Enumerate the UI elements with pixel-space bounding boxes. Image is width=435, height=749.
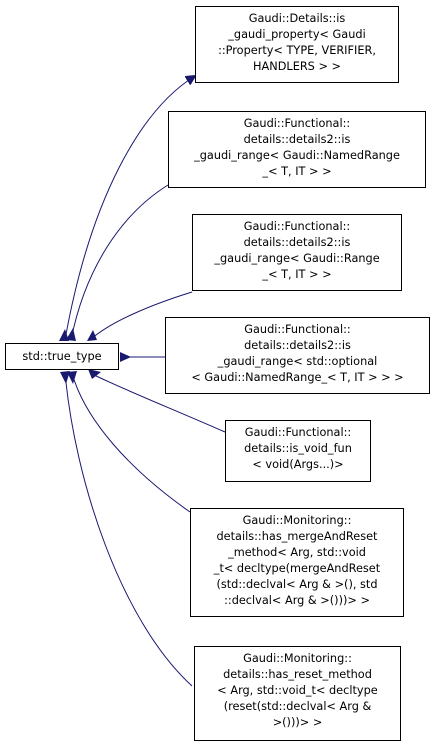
edge-is-void-fun bbox=[89, 372, 226, 433]
node-line: _< T, IT > > bbox=[262, 268, 332, 281]
base-class-node-std-true-type[interactable]: std::true_type bbox=[5, 343, 119, 370]
edge-is-gaudi-property bbox=[64, 76, 195, 341]
node-line: details::is_void_fun bbox=[244, 442, 352, 455]
node-line: Gaudi::Monitoring:: bbox=[243, 652, 352, 665]
node-line: _gaudi_range< Gaudi::Range bbox=[214, 252, 380, 265]
node-line: _method< Arg, std::void bbox=[228, 546, 366, 559]
node-line: < void(Args...)> bbox=[252, 458, 344, 471]
arrowhead-4 bbox=[120, 352, 131, 362]
edge-is-gaudi-range-namedrange bbox=[70, 184, 169, 341]
derived-node-has-mergeandreset-method[interactable]: Gaudi::Monitoring:: details::has_mergeAn… bbox=[190, 508, 404, 617]
arrowhead-7 bbox=[60, 371, 70, 384]
derived-node-has-reset-method[interactable]: Gaudi::Monitoring:: details::has_reset_m… bbox=[194, 646, 401, 741]
node-line: < Gaudi::NamedRange_< T, IT > > > bbox=[191, 371, 404, 384]
node-line: details::has_mergeAndReset bbox=[216, 530, 378, 543]
node-line: details::details2::is bbox=[244, 339, 351, 352]
node-line: details::has_reset_method bbox=[223, 668, 372, 681]
node-line: _gaudi_property< Gaudi bbox=[228, 28, 366, 41]
arrowhead-3 bbox=[87, 330, 97, 341]
node-line: ::Property< TYPE, VERIFIER, bbox=[218, 44, 376, 57]
arrowhead-2 bbox=[66, 328, 76, 341]
node-line: _< T, IT > > bbox=[262, 165, 332, 178]
node-line: details::details2::is bbox=[243, 236, 351, 249]
node-line: _t< decltype(mergeAndReset bbox=[213, 562, 381, 575]
derived-node-is-gaudi-range-namedrange[interactable]: Gaudi::Functional:: details::details2::i… bbox=[168, 111, 426, 188]
edge-is-gaudi-range-range bbox=[89, 291, 193, 341]
base-class-label: std::true_type bbox=[22, 350, 102, 363]
node-line: Gaudi::Monitoring:: bbox=[242, 514, 352, 527]
node-line: Gaudi::Functional:: bbox=[243, 117, 351, 130]
arrowhead-1 bbox=[59, 329, 69, 341]
derived-node-is-gaudi-range-range[interactable]: Gaudi::Functional:: details::details2::i… bbox=[192, 214, 402, 291]
node-line: Gaudi::Functional:: bbox=[243, 220, 351, 233]
node-line: _gaudi_range< Gaudi::NamedRange bbox=[194, 149, 400, 162]
derived-node-is-void-fun[interactable]: Gaudi::Functional:: details::is_void_fun… bbox=[225, 420, 371, 482]
node-line: >()))> > bbox=[272, 716, 323, 729]
arrowhead-6 bbox=[67, 371, 77, 384]
node-line: details::details2::is bbox=[243, 133, 351, 146]
node-line: HANDLERS > > bbox=[253, 60, 341, 73]
node-line: _gaudi_range< std::optional bbox=[217, 355, 378, 368]
edge-has-reset-method bbox=[64, 372, 193, 687]
node-line: (reset(std::declval< Arg & bbox=[223, 700, 372, 713]
node-line: < Arg, std::void_t< decltype bbox=[217, 684, 378, 697]
node-line: Gaudi::Details::is bbox=[248, 12, 346, 25]
edge-has-mergeandreset bbox=[71, 372, 191, 513]
arrowhead-5 bbox=[88, 369, 101, 379]
node-line: Gaudi::Functional:: bbox=[244, 323, 351, 336]
node-line: Gaudi::Functional:: bbox=[244, 426, 352, 439]
derived-node-is-gaudi-range-optional[interactable]: Gaudi::Functional:: details::details2::i… bbox=[165, 317, 430, 394]
node-line: ::declval< Arg & >()))> > bbox=[224, 594, 370, 607]
derived-node-is-gaudi-property[interactable]: Gaudi::Details::is _gaudi_property< Gaud… bbox=[195, 6, 399, 83]
node-line: (std::declval< Arg & >(), std bbox=[216, 578, 378, 591]
